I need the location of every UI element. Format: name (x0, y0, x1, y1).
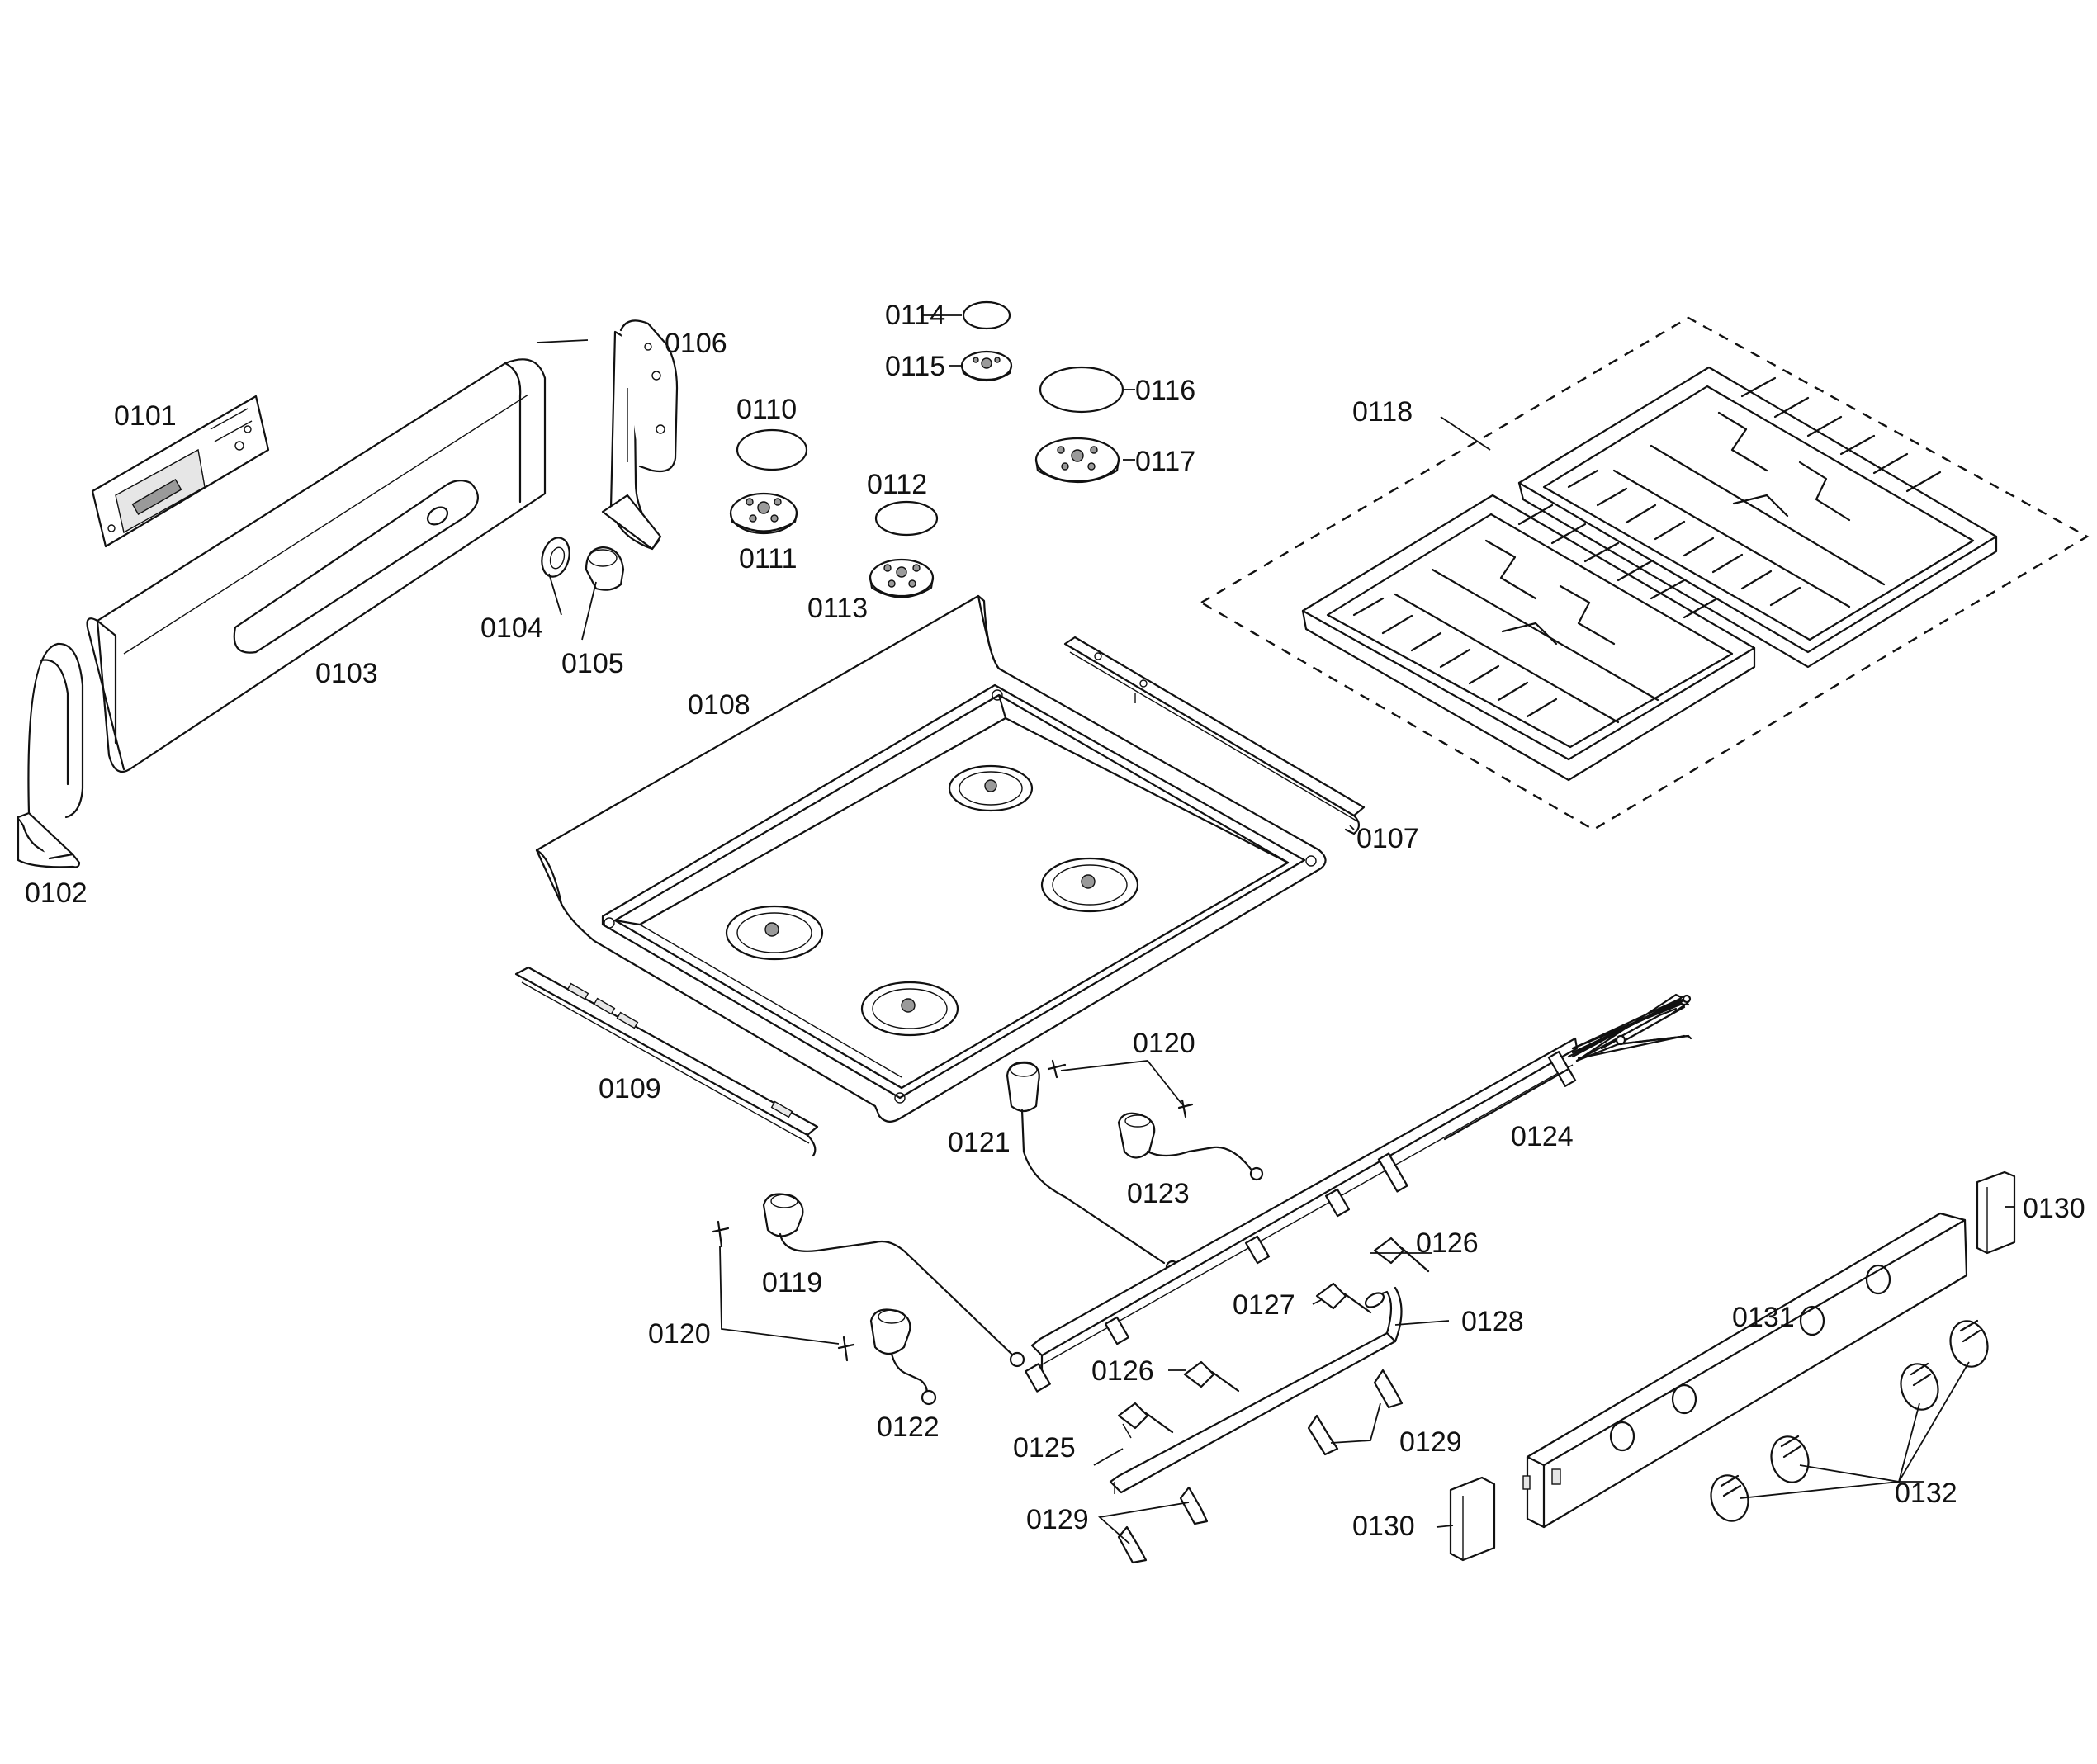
callout-0108: 0108 (688, 689, 750, 721)
part-0124-manifold[interactable] (1025, 993, 1692, 1393)
part-0118-grates[interactable] (1199, 316, 2090, 831)
callout-0125: 0125 (1013, 1432, 1076, 1464)
callout-0107: 0107 (1356, 823, 1419, 854)
callout-0102: 0102 (25, 877, 88, 909)
callout-0132: 0132 (1895, 1478, 1957, 1509)
callout-0120-lower: 0120 (648, 1318, 711, 1350)
callout-0113: 0113 (807, 593, 868, 624)
part-0117-burner-head[interactable] (1034, 437, 1120, 483)
part-0132-knob[interactable] (1706, 1317, 1993, 1525)
part-0119-valve[interactable] (762, 1193, 1025, 1368)
part-0128-support-bar[interactable] (1109, 1286, 1403, 1494)
callout-0109: 0109 (599, 1073, 661, 1104)
callout-0101: 0101 (114, 400, 177, 432)
callout-0128: 0128 (1461, 1306, 1524, 1337)
callout-0122: 0122 (877, 1412, 940, 1443)
part-0127-igniter[interactable] (1315, 1282, 1372, 1314)
part-0126-igniter[interactable] (1183, 1237, 1430, 1393)
part-0114-burner-cap[interactable] (962, 300, 1011, 330)
part-0112-burner-cap[interactable] (874, 500, 939, 537)
callout-0112: 0112 (867, 469, 927, 500)
callout-0130-right: 0130 (2023, 1193, 2085, 1224)
part-0108-cooktop[interactable] (535, 594, 1327, 1123)
callout-0110: 0110 (736, 394, 797, 425)
part-0113-burner-head[interactable] (869, 558, 935, 598)
part-0123-valve[interactable] (1117, 1112, 1264, 1181)
part-0101-control-board[interactable] (91, 395, 270, 548)
callout-0111: 0111 (739, 543, 798, 575)
callout-0119: 0119 (762, 1267, 822, 1298)
part-0110-burner-cap[interactable] (736, 428, 808, 471)
callout-0105: 0105 (561, 648, 624, 679)
callout-0124: 0124 (1511, 1121, 1574, 1152)
part-0121-valve[interactable] (1006, 1061, 1180, 1275)
part-0102-left-end-cap[interactable] (17, 642, 84, 868)
part-0131-manifold-panel[interactable] (1522, 1212, 1968, 1529)
grate-left (1301, 494, 1756, 782)
leader-lines (536, 314, 2014, 1544)
callout-0130-left: 0130 (1352, 1511, 1415, 1542)
part-0120-screw[interactable] (712, 1059, 1194, 1362)
part-0125-igniter[interactable] (1117, 1402, 1174, 1439)
grate-right (1517, 366, 1998, 669)
part-0103-backguard-panel[interactable] (86, 358, 547, 773)
part-0105-cap[interactable] (585, 546, 625, 591)
part-0107-rail[interactable] (1063, 636, 1366, 835)
callout-0129-left: 0129 (1026, 1504, 1089, 1535)
part-0109-rail[interactable] (514, 966, 819, 1157)
part-0129-clip[interactable] (1117, 1369, 1404, 1564)
callout-0129-right: 0129 (1399, 1426, 1462, 1458)
callout-0115: 0115 (885, 351, 945, 382)
callout-0118: 0118 (1352, 396, 1413, 428)
callout-0127: 0127 (1233, 1289, 1295, 1321)
callout-0120-upper: 0120 (1133, 1028, 1195, 1059)
part-0115-burner-head[interactable] (960, 350, 1013, 382)
callout-0116: 0116 (1135, 375, 1195, 406)
callout-0104: 0104 (480, 612, 543, 644)
callout-0123: 0123 (1127, 1178, 1190, 1209)
callout-0114: 0114 (885, 300, 945, 331)
callout-0103: 0103 (315, 658, 378, 689)
part-0116-burner-cap[interactable] (1039, 366, 1124, 414)
callout-0131: 0131 (1732, 1302, 1795, 1333)
callout-0121: 0121 (948, 1127, 1011, 1158)
part-0111-burner-head[interactable] (729, 492, 798, 535)
part-0104-ring[interactable] (537, 535, 573, 580)
callout-0106: 0106 (665, 328, 727, 359)
part-0122-valve[interactable] (869, 1308, 937, 1406)
part-0106-right-end-cap[interactable] (601, 319, 679, 551)
callout-0117: 0117 (1135, 446, 1195, 477)
part-0130-end-cap[interactable] (1449, 1170, 2016, 1562)
callout-labels: 0101 0102 0103 0104 0105 0106 0107 0108 … (25, 300, 2085, 1542)
callout-0126-upper: 0126 (1416, 1227, 1479, 1259)
callout-0126-lower: 0126 (1091, 1355, 1154, 1387)
